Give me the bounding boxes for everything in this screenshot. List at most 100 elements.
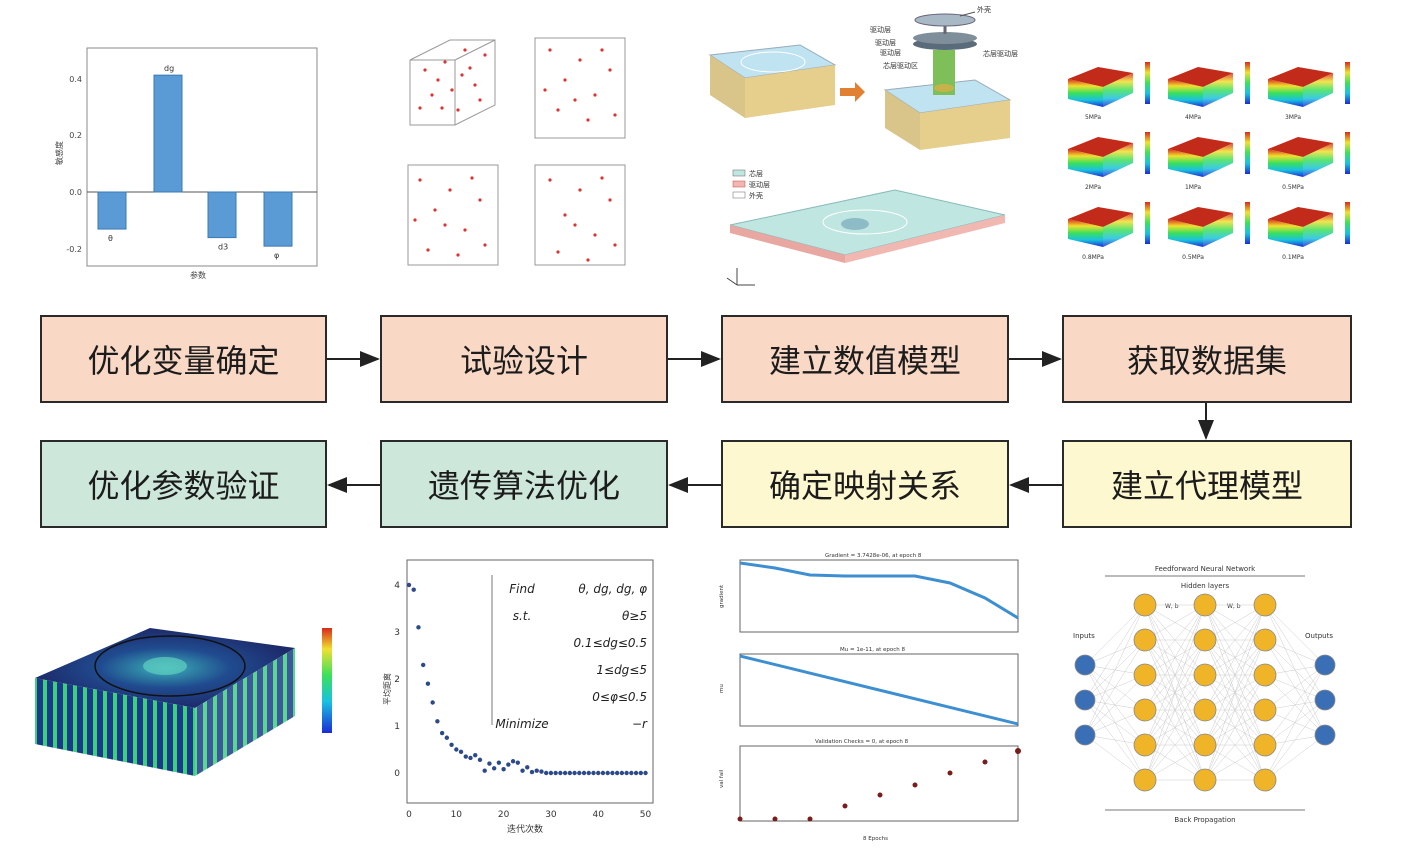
nn-hidden-label: Hidden layers	[1181, 582, 1230, 590]
nn-title: Feedforward Neural Network	[1155, 565, 1256, 573]
x-tick-label: 10	[451, 810, 463, 820]
nn-hidden-node	[1254, 734, 1276, 756]
nn-hidden-node	[1134, 734, 1156, 756]
nn-hidden-node	[1134, 699, 1156, 721]
nn-hidden-node	[1194, 699, 1216, 721]
ga-point	[487, 761, 491, 765]
nn-hidden-node	[1254, 629, 1276, 651]
ga-point	[624, 771, 628, 775]
nn-edge	[1085, 640, 1145, 735]
ga-point	[516, 760, 520, 764]
ga-convergence-chart: 0123401020304050 平均距离 迭代次数 Findθ, dg, dg…	[382, 555, 657, 840]
formula-keyword: s.t.	[513, 609, 532, 623]
y-axis-label: mu	[719, 684, 725, 693]
nn-hidden-node	[1254, 594, 1276, 616]
formula-expression: θ, dg, dg, φ	[578, 582, 647, 596]
formula-expression: 0≤φ≤0.5	[592, 690, 647, 704]
nn-hidden-node	[1194, 664, 1216, 686]
nn-hidden-node	[1254, 769, 1276, 791]
formula-expression: θ≥5	[622, 609, 647, 623]
y-tick-label: 0	[394, 769, 400, 779]
nn-input-node	[1075, 690, 1095, 710]
ga-point	[468, 756, 472, 760]
ga-point	[435, 719, 439, 723]
x-tick-label: 40	[593, 810, 605, 820]
nn-output-node	[1315, 690, 1335, 710]
nn-hidden-node	[1194, 769, 1216, 791]
y-axis-label: gradient	[719, 584, 725, 608]
ga-point	[497, 760, 501, 764]
ga-point	[596, 771, 600, 775]
nn-hidden-node	[1134, 664, 1156, 686]
ga-point	[535, 768, 539, 772]
ga-point	[440, 731, 444, 735]
ga-point	[426, 682, 430, 686]
nn-hidden-node	[1194, 734, 1216, 756]
subplot-title: Mu = 1e-11, at epoch 8	[840, 647, 905, 653]
ga-point	[492, 766, 496, 770]
ga-point	[459, 750, 463, 754]
ga-point	[530, 770, 534, 774]
ga-point	[445, 736, 449, 740]
nn-hidden-node	[1134, 594, 1156, 616]
y-tick-label: 1	[394, 722, 400, 732]
ga-point	[620, 771, 624, 775]
nn-weight-label: W, b	[1227, 603, 1241, 610]
formula-keyword: Minimize	[495, 717, 548, 731]
ga-point	[549, 771, 553, 775]
subplot-title: Validation Checks = 0, at epoch 8	[815, 739, 909, 745]
ga-point	[553, 771, 557, 775]
ga-point	[582, 771, 586, 775]
x-tick-label: 20	[498, 810, 510, 820]
ga-point	[539, 769, 543, 773]
ga-point	[577, 771, 581, 775]
nn-hidden-node	[1254, 699, 1276, 721]
x-tick-label: 0	[406, 810, 412, 820]
y-axis-label: 平均距离	[382, 673, 392, 705]
ga-point	[601, 771, 605, 775]
ga-point	[501, 767, 505, 771]
formula-expression: 0.1≤dg≤0.5	[573, 636, 647, 650]
nn-backprop-label: Back Propagation	[1174, 816, 1235, 824]
training-performance-chart: Gradient = 3.7428e-06, at epoch 8 Mu = 1…	[715, 548, 1025, 843]
ga-point	[478, 758, 482, 762]
ga-point	[568, 771, 572, 775]
nn-weight-label: W, b	[1165, 603, 1179, 610]
ga-point	[544, 771, 548, 775]
formula-expression: 1≤dg≤5	[596, 663, 647, 677]
ga-point	[639, 771, 643, 775]
ga-point	[643, 771, 647, 775]
ga-point	[563, 771, 567, 775]
nn-input-node	[1075, 655, 1095, 675]
ga-point	[572, 771, 576, 775]
subplot-title: Gradient = 3.7428e-06, at epoch 8	[825, 553, 922, 559]
ga-point	[473, 753, 477, 757]
ga-point	[525, 765, 529, 769]
ga-point	[610, 771, 614, 775]
ga-point	[482, 768, 486, 772]
y-axis-label: val fail	[719, 769, 725, 788]
ga-point	[416, 625, 420, 629]
neural-network-diagram: Feedforward Neural Network Hidden layers…	[1065, 560, 1345, 830]
x-axis-label: 8 Epochs	[863, 836, 888, 842]
nn-hidden-node	[1134, 629, 1156, 651]
ga-point	[591, 771, 595, 775]
ga-point	[454, 747, 458, 751]
x-axis-label: 迭代次数	[507, 823, 543, 835]
formula-expression: −r	[632, 717, 648, 731]
ga-point	[449, 743, 453, 747]
ga-point	[558, 771, 562, 775]
y-tick-label: 3	[394, 628, 400, 638]
x-tick-label: 50	[640, 810, 652, 820]
ga-point	[511, 759, 515, 763]
ga-point	[629, 771, 633, 775]
ga-point	[587, 771, 591, 775]
nn-inputs-label: Inputs	[1073, 632, 1095, 640]
nn-edge	[1085, 605, 1145, 700]
ga-point	[430, 700, 434, 704]
ga-point	[506, 762, 510, 766]
formula-keyword: Find	[509, 582, 535, 596]
validation-contour-block	[30, 608, 342, 786]
ga-point	[464, 754, 468, 758]
ga-point	[605, 771, 609, 775]
